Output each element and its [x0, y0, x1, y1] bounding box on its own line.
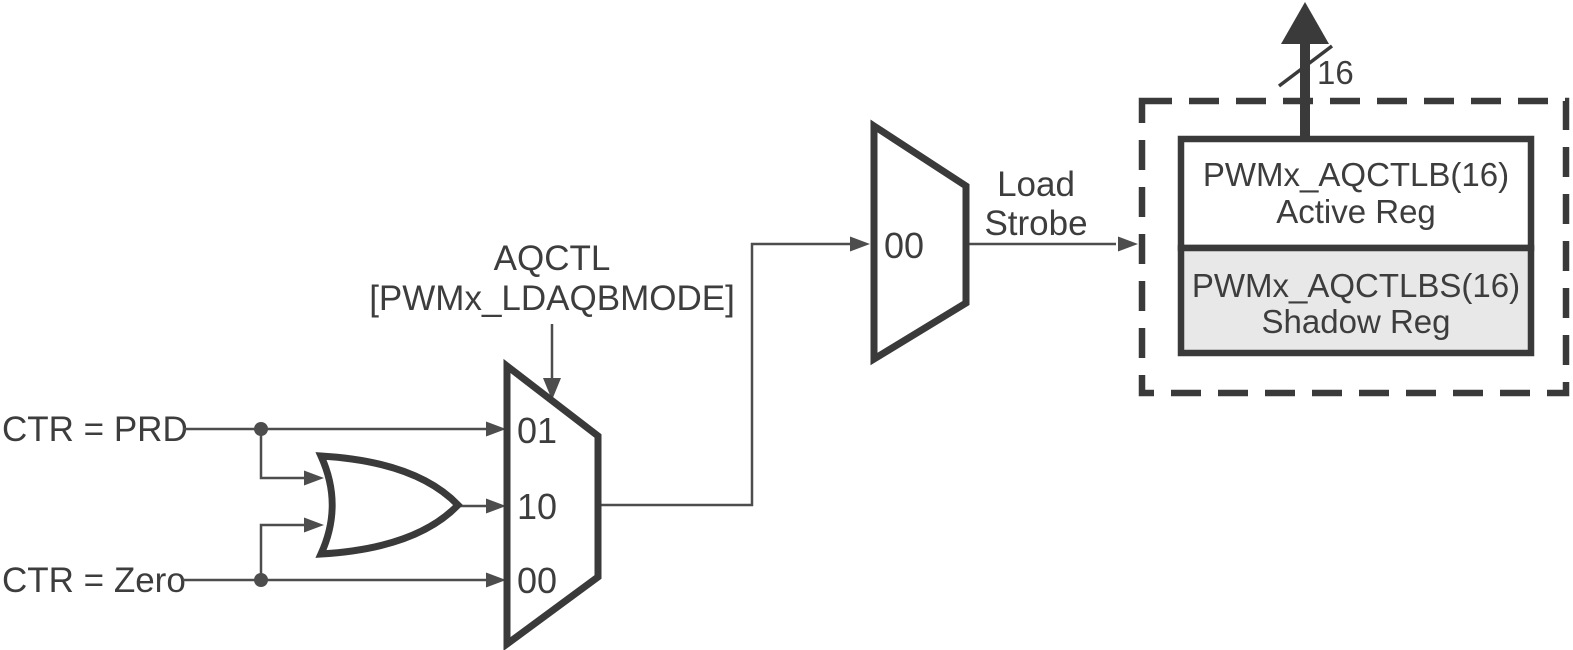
aqctl-label-line1: AQCTL	[494, 239, 611, 278]
mode-mux-shape	[503, 358, 602, 650]
load-strobe-label: Load Strobe	[984, 165, 1087, 243]
load-mux-input-00-label: 00	[884, 225, 924, 266]
arrowhead-icon	[486, 498, 506, 514]
arrowhead-icon	[304, 517, 324, 533]
ctr-prd-label: CTR = PRD	[2, 410, 188, 449]
junction-dot	[254, 422, 268, 436]
wire-mode-mux-output	[598, 242, 850, 507]
or-gate	[315, 452, 463, 558]
mode-mux-input-01-label: 01	[517, 410, 557, 451]
register-stack: PWMx_AQCTLB(16) Active Reg PWMx_AQCTLBS(…	[1177, 135, 1535, 357]
load-strobe-line2: Strobe	[984, 204, 1087, 243]
shadow-register-box	[1177, 244, 1535, 357]
bus-arrowhead-icon	[1281, 2, 1329, 44]
signal-wires	[183, 242, 1116, 587]
register-boundary-box	[1138, 97, 1570, 397]
mode-mux-input-00-label: 00	[517, 560, 557, 601]
active-register-name: PWMx_AQCTLB(16)	[1203, 156, 1509, 193]
shadow-register-type: Shadow Reg	[1262, 303, 1451, 340]
junction-dot	[254, 573, 268, 587]
load-strobe-line1: Load	[997, 165, 1075, 204]
load-mux: 00	[870, 119, 970, 366]
arrowhead-icon	[304, 470, 324, 486]
bus-width-slash-icon	[1277, 44, 1334, 88]
wire-ctr-prd-branch	[259, 429, 304, 480]
arrowhead-icon	[850, 236, 870, 252]
arrowhead-icon	[486, 572, 506, 588]
arrowhead-icon	[486, 421, 506, 437]
output-bus: 16	[1277, 2, 1354, 140]
mode-mux: 01 10 00	[503, 358, 602, 650]
active-register-type: Active Reg	[1276, 193, 1436, 230]
arrowhead-icon	[543, 378, 561, 400]
wire-ctr-zero-branch	[259, 523, 304, 580]
bus-width-label: 16	[1317, 54, 1354, 91]
shadow-register-name: PWMx_AQCTLBS(16)	[1192, 267, 1520, 304]
mux-select-label: AQCTL [PWMx_LDAQBMODE]	[369, 239, 735, 318]
arrowheads	[304, 236, 1138, 588]
ctr-zero-label: CTR = Zero	[2, 561, 186, 600]
arrowhead-icon	[1118, 236, 1138, 252]
mode-mux-input-10-label: 10	[517, 486, 557, 527]
load-mux-shape	[870, 119, 970, 366]
aqctl-label-line2: [PWMx_LDAQBMODE]	[369, 279, 735, 318]
active-register-box	[1177, 135, 1535, 252]
